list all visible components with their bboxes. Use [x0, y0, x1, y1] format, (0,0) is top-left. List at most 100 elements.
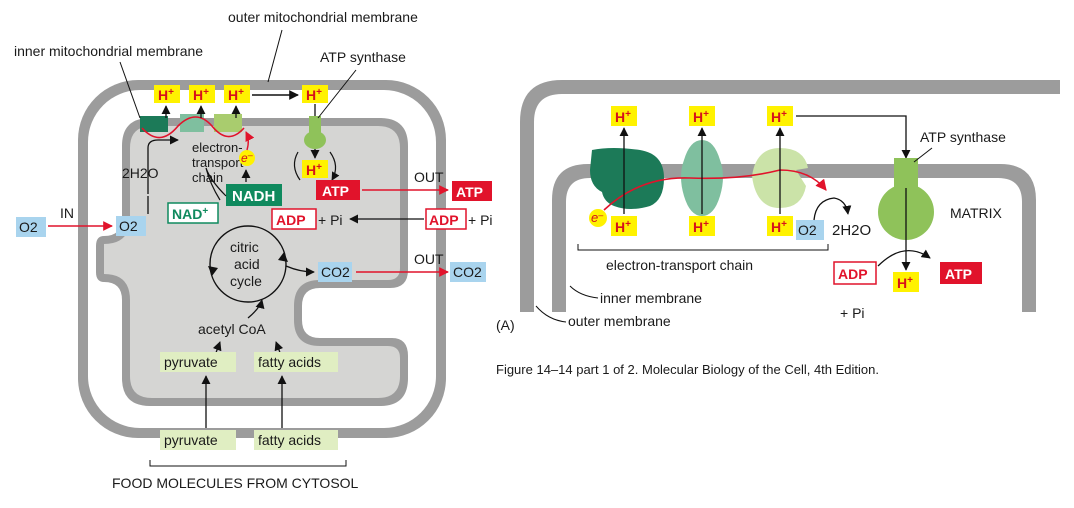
atp-box-left	[316, 180, 360, 200]
svg-text:H+: H+	[771, 219, 787, 235]
etc-label-2: transport	[192, 155, 244, 170]
electron-path-left	[141, 116, 245, 139]
pi-in: + Pi	[468, 212, 493, 228]
proton-r7: H+	[893, 272, 919, 292]
svg-text:H+: H+	[693, 109, 709, 125]
svg-text:H+: H+	[228, 87, 244, 103]
cycle-label-2: acid	[234, 256, 260, 272]
complex-iv-left	[214, 114, 242, 132]
svg-text:H+: H+	[693, 219, 709, 235]
svg-text:H+: H+	[158, 87, 174, 103]
atp-synthase-label-right: ATP synthase	[920, 129, 1006, 145]
etc-label-right: electron-transport chain	[606, 257, 753, 273]
proton-3: H+	[224, 85, 250, 103]
o2-label-inside: O2	[119, 218, 138, 234]
atp-label-right: ATP	[945, 266, 972, 282]
pyruvate-box-inside	[160, 352, 236, 372]
adp-label-in: ADP	[429, 212, 459, 228]
complex-i-right	[590, 148, 664, 209]
figure-caption: Figure 14–14 part 1 of 2. Molecular Biol…	[496, 362, 879, 377]
atp-synthase-head-left	[304, 131, 326, 149]
atp-box-out	[452, 181, 492, 201]
adp-box-left	[271, 208, 317, 230]
fatty-acids-label-outside: fatty acids	[258, 432, 321, 448]
co2-label-inside: CO2	[321, 264, 350, 280]
atp-synthase-stalk-right	[894, 158, 918, 188]
o2-box-right	[796, 220, 824, 240]
right-panel: e– H+ H+ H+ H+ H+ H+ O2	[496, 80, 1060, 377]
co2-box-inside	[318, 262, 352, 282]
electron-left	[239, 150, 255, 166]
proton-r2: H+	[689, 106, 715, 126]
adp-box-right	[833, 261, 877, 285]
proton-r5: H+	[689, 216, 715, 236]
pi-left: + Pi	[318, 212, 343, 228]
adp-label-left: ADP	[276, 212, 306, 228]
proton-1: H+	[154, 85, 180, 103]
outer-membrane-label: outer mitochondrial membrane	[228, 9, 418, 25]
svg-text:H+: H+	[615, 109, 631, 125]
svg-text:NAD+: NAD+	[172, 206, 208, 222]
atp-box-right	[940, 262, 982, 284]
acetyl-coa-label: acetyl CoA	[198, 321, 266, 337]
inner-membrane-label: inner mitochondrial membrane	[14, 43, 203, 59]
nadh-box	[226, 184, 282, 206]
co2-box-outside	[450, 262, 486, 282]
proton-r4: H+	[611, 216, 637, 236]
pyruvate-box-outside	[160, 430, 236, 450]
nadh-label: NADH	[232, 188, 275, 205]
etc-label-3: chain	[192, 170, 223, 185]
etc-label-1: electron-	[192, 140, 243, 155]
o2-box-outside	[16, 217, 46, 237]
o2-label-right: O2	[798, 222, 817, 238]
fatty-acids-box-outside	[254, 430, 338, 450]
panel-letter: (A)	[496, 317, 515, 333]
complex-iii-left	[180, 114, 204, 132]
water-right: 2H2O	[832, 222, 871, 239]
atp-synthase-stalk-left	[309, 116, 321, 136]
atp-synthase-label-left: ATP synthase	[320, 49, 406, 65]
o2-box-inside	[116, 216, 146, 236]
proton-r6: H+	[767, 216, 793, 236]
svg-text:H+: H+	[306, 87, 322, 103]
svg-text:e–: e–	[241, 150, 254, 165]
proton-4: H+	[302, 85, 328, 103]
svg-text:H+: H+	[615, 219, 631, 235]
svg-text:e–: e–	[591, 210, 604, 225]
proton-r1: H+	[611, 106, 637, 126]
fatty-acids-label-inside: fatty acids	[258, 354, 321, 370]
pyruvate-label-inside: pyruvate	[164, 354, 218, 370]
inner-membrane-label-right: inner membrane	[600, 290, 702, 306]
proton-5: H+	[302, 160, 328, 178]
atp-label-out: ATP	[456, 184, 483, 200]
svg-text:H+: H+	[193, 87, 209, 103]
out-label-2: OUT	[414, 251, 444, 267]
fatty-acids-box-inside	[254, 352, 338, 372]
electron-right	[589, 209, 607, 227]
proton-r3: H+	[767, 106, 793, 126]
proton-2: H+	[189, 85, 215, 103]
in-label: IN	[60, 205, 74, 221]
food-molecules-label: FOOD MOLECULES FROM CYTOSOL	[112, 475, 359, 491]
nad-box	[167, 202, 219, 224]
co2-label-outside: CO2	[453, 264, 482, 280]
out-label-1: OUT	[414, 169, 444, 185]
outer-membrane-label-right: outer membrane	[568, 313, 671, 329]
cycle-label-1: citric	[230, 239, 259, 255]
citric-acid-cycle	[209, 225, 287, 303]
o2-label-outside: O2	[19, 219, 38, 235]
svg-text:H+: H+	[771, 109, 787, 125]
svg-text:H+: H+	[306, 162, 322, 178]
atp-label-left: ATP	[322, 183, 349, 199]
pyruvate-label-outside: pyruvate	[164, 432, 218, 448]
cycle-label-3: cycle	[230, 273, 262, 289]
pi-right: + Pi	[840, 305, 865, 321]
atp-synthase-leader	[317, 69, 357, 119]
adp-label-right: ADP	[838, 266, 868, 282]
matrix-label: MATRIX	[950, 205, 1003, 221]
adp-box-in	[425, 208, 467, 230]
svg-text:H+: H+	[897, 275, 913, 291]
water-left: 2H2O	[122, 165, 159, 181]
electron-path-right	[603, 169, 827, 211]
left-panel: H+ H+ H+ H+ H+ outer mitochondri	[14, 9, 493, 491]
